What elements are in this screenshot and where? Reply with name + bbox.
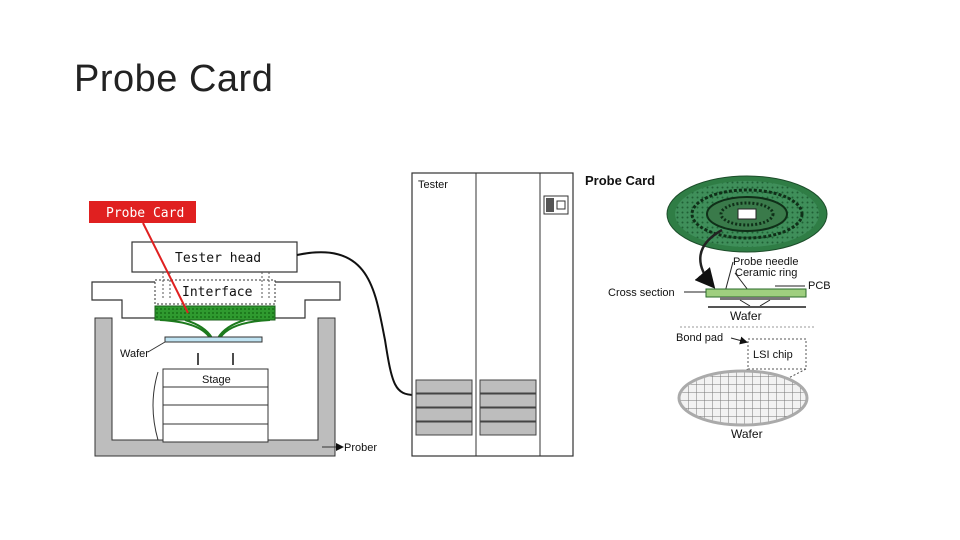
prober-chamber [94,317,336,457]
bond-pad-label: Bond pad [676,332,723,344]
probe-card-detail: Probe Card Probe needle Ceramic ring Cro… [585,173,831,441]
lsi-chip-label: LSI chip [753,349,793,361]
probe-needle-label: Probe needle [733,256,798,268]
wafer-bottom-label: Wafer [731,427,763,441]
lsi-chip [747,338,807,370]
tester-cable [296,251,416,396]
tester-cabinet: Tester [411,172,574,457]
probe-card-callout [89,201,196,223]
prober-assembly: Tester head Interface Wafer Stage Prober… [89,201,416,457]
slide-title: Probe Card [74,58,274,100]
tester-label: Tester [418,179,448,191]
stage-label: Stage [202,374,231,386]
callout-pointer [142,222,189,314]
probe-card-callout-label: Probe Card [106,206,184,221]
probe-card-title: Probe Card [585,173,655,188]
tester-head-label: Tester head [175,251,261,266]
wafer-top-label: Wafer [730,309,762,323]
pcb-label: PCB [808,280,831,292]
cross-section-wafer [708,306,806,308]
disc-to-section-arrow [694,228,723,289]
wafer-left [164,336,263,343]
prober-label: Prober [344,442,377,454]
tester-slots-left [415,379,473,436]
wafer-label-left: Wafer [120,348,149,360]
probe-card-pcb [154,305,276,321]
probe-card-disc [666,175,828,253]
ceramic-ring-label: Ceramic ring [735,267,797,279]
interface-label: Interface [182,285,253,300]
cross-section-pcb [705,288,807,298]
tester-slots-right [479,379,537,436]
cross-section-label: Cross section [608,287,675,299]
